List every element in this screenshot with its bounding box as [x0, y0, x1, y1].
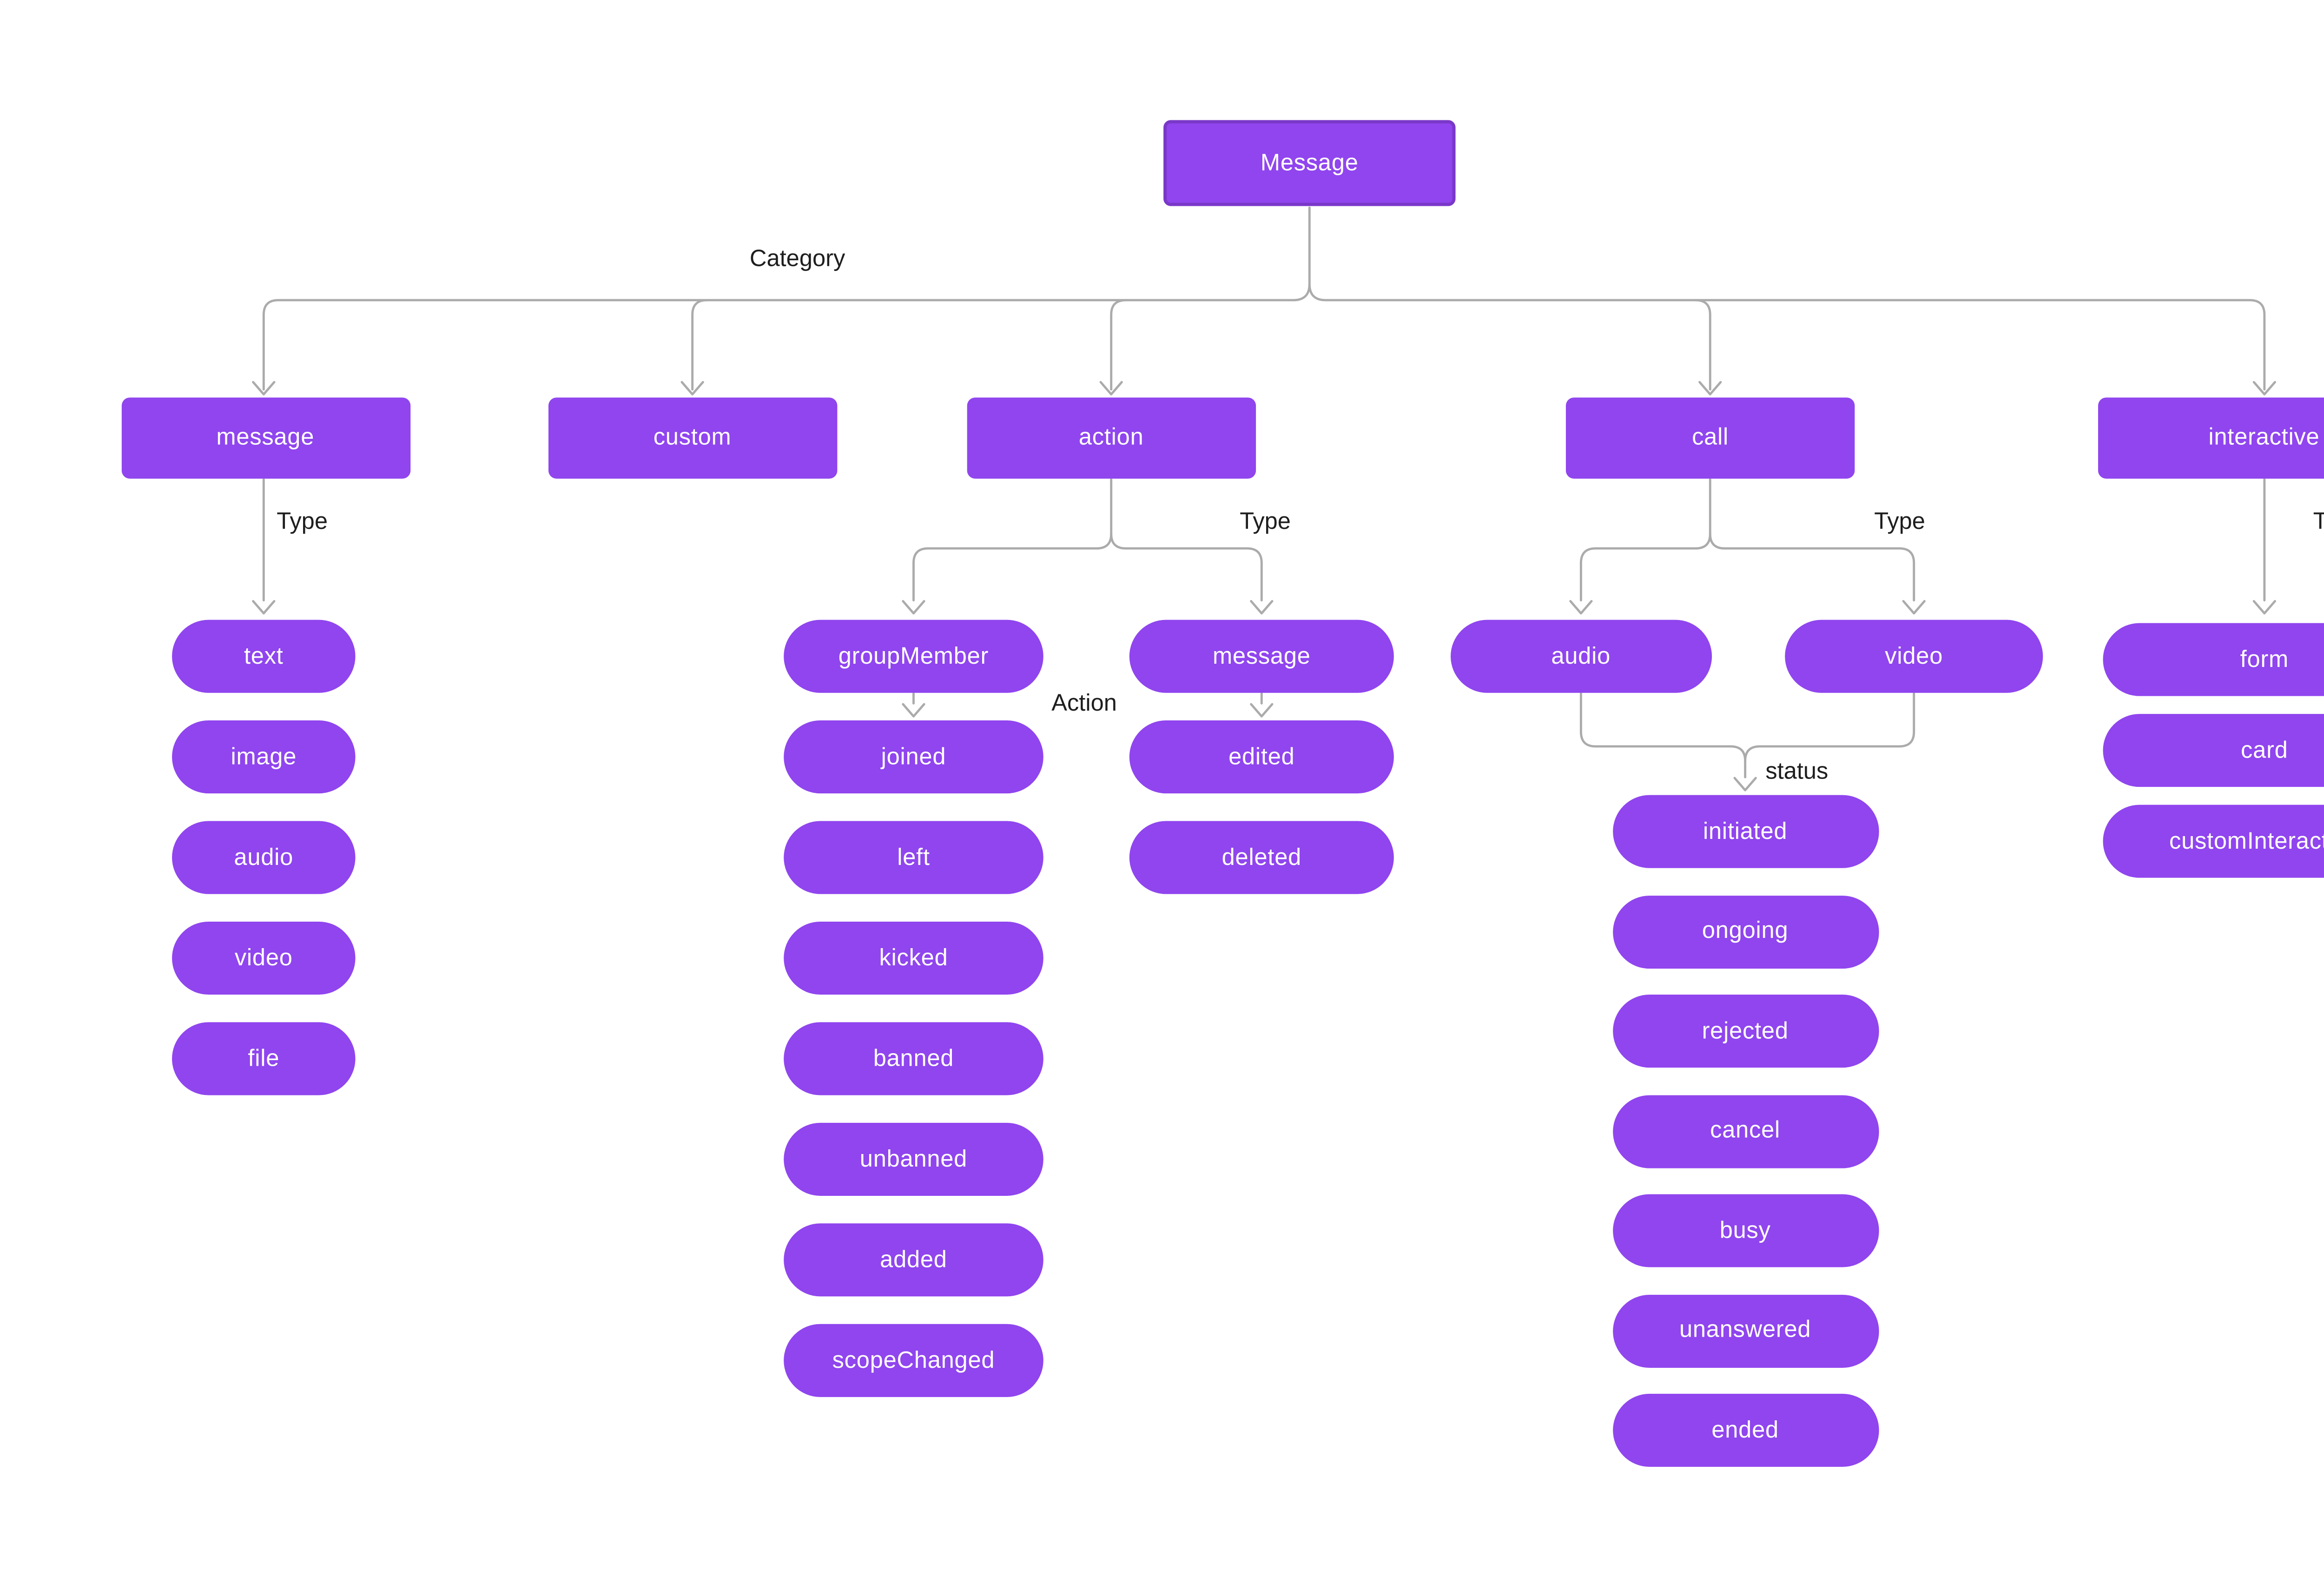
node-message-root[interactable]: Message — [1163, 120, 1456, 206]
node-audio-message[interactable]: audio — [172, 821, 356, 894]
edge-label-type-call: Type — [1874, 509, 1925, 536]
node-category-interactive[interactable]: interactive — [2098, 396, 2324, 479]
edge-label-status: status — [1765, 759, 1829, 785]
edge-action-to-message — [1110, 533, 1274, 615]
node-file[interactable]: file — [172, 1022, 356, 1095]
node-action-message[interactable]: message — [1129, 620, 1394, 693]
edge-root-to-category-custom — [680, 299, 708, 396]
edge-groupmember-to-joined — [902, 693, 925, 718]
edge-message-to-text — [252, 478, 276, 615]
node-call-video[interactable]: video — [1785, 620, 2043, 693]
edge-label-action: Action — [1051, 690, 1117, 717]
edge-root-to-category-interactive — [1308, 283, 2276, 396]
edge-root-to-category-call — [1694, 299, 1722, 396]
node-initiated[interactable]: initiated — [1612, 795, 1878, 868]
node-rejected[interactable]: rejected — [1612, 995, 1878, 1068]
edge-label-type-interactive: Type — [2313, 509, 2324, 537]
node-form[interactable]: form — [2102, 623, 2324, 696]
edge-label-type-message: Type — [277, 509, 328, 536]
node-ended[interactable]: ended — [1612, 1393, 1878, 1467]
node-text[interactable]: text — [172, 620, 356, 693]
edge-audio-to-status — [1579, 693, 1757, 792]
node-deleted[interactable]: deleted — [1129, 821, 1394, 894]
node-joined[interactable]: joined — [784, 720, 1043, 794]
edge-action-to-groupmember — [902, 478, 1113, 615]
edge-root-to-category-action — [1099, 299, 1127, 396]
node-category-action[interactable]: action — [966, 396, 1256, 479]
node-banned[interactable]: banned — [784, 1022, 1043, 1095]
edge-video-to-status — [1744, 693, 1915, 762]
node-category-custom[interactable]: custom — [548, 396, 837, 479]
node-unanswered[interactable]: unanswered — [1612, 1294, 1878, 1367]
edge-label-type-action: Type — [1240, 509, 1291, 536]
edge-label-category: Category — [749, 245, 845, 272]
node-busy[interactable]: busy — [1612, 1194, 1878, 1267]
node-category-message[interactable]: message — [121, 396, 410, 479]
node-image[interactable]: image — [172, 720, 356, 794]
edge-interactive-to-form — [2252, 478, 2276, 615]
node-left[interactable]: left — [784, 821, 1043, 894]
node-added[interactable]: added — [784, 1223, 1043, 1297]
node-edited[interactable]: edited — [1129, 720, 1394, 794]
node-video-message[interactable]: video — [172, 921, 356, 995]
node-groupmember[interactable]: groupMember — [784, 620, 1043, 693]
node-card[interactable]: card — [2102, 714, 2324, 787]
edge-call-to-audio — [1569, 478, 1711, 615]
node-call-audio[interactable]: audio — [1450, 620, 1712, 693]
node-kicked[interactable]: kicked — [784, 921, 1043, 995]
edge-root-to-category-message — [252, 206, 1311, 396]
node-scopechanged[interactable]: scopeChanged — [784, 1324, 1043, 1397]
node-custominteractive[interactable]: customInteractive — [2102, 805, 2324, 878]
edge-call-to-video — [1709, 533, 1926, 615]
node-ongoing[interactable]: ongoing — [1612, 895, 1878, 968]
node-cancel[interactable]: cancel — [1612, 1094, 1878, 1167]
edge-actionmessage-to-edited — [1250, 693, 1274, 718]
node-unbanned[interactable]: unbanned — [784, 1122, 1043, 1196]
node-category-call[interactable]: call — [1565, 396, 1855, 479]
